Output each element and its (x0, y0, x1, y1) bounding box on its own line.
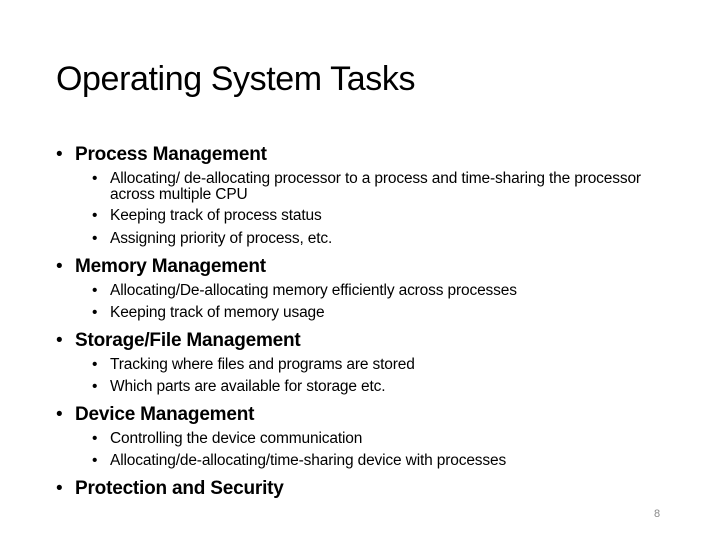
list-item-text: Allocating/ de-allocating processor to a… (110, 170, 641, 203)
section-heading-text: Memory Management (75, 256, 266, 277)
bullet-icon: • (92, 378, 98, 395)
bullet-icon: • (56, 404, 63, 425)
list-item: • Allocating/De-allocating memory effici… (92, 283, 682, 299)
list-item-text: Keeping track of process status (110, 207, 322, 224)
list-item: • Keeping track of process status (92, 208, 682, 224)
slide-title: Operating System Tasks (56, 60, 416, 98)
bullet-icon: • (92, 170, 98, 187)
section-heading-text: Device Management (75, 404, 255, 425)
section-heading-text: Process Management (75, 144, 267, 165)
list-item-text: Controlling the device communication (110, 430, 363, 447)
bullet-icon: • (92, 356, 98, 373)
list-item-text: Allocating/de-allocating/time-sharing de… (110, 452, 507, 469)
list-item: • Keeping track of memory usage (92, 305, 682, 321)
section-heading-text: Storage/File Management (75, 330, 301, 351)
section-heading: • Process Management (56, 143, 676, 167)
bullet-icon: • (56, 144, 63, 165)
list-item-text: Tracking where files and programs are st… (110, 356, 415, 373)
list-item-text: Assigning priority of process, etc. (110, 230, 333, 247)
section-heading: • Storage/File Management (56, 329, 676, 353)
bullet-icon: • (92, 430, 98, 447)
page-number: 8 (654, 508, 661, 520)
section-heading: • Protection and Security (56, 477, 676, 501)
bullet-icon: • (92, 282, 98, 299)
list-item: • Tracking where files and programs are … (92, 357, 682, 373)
list-item: • Allocating/de-allocating/time-sharing … (92, 453, 682, 469)
list-item: • Allocating/ de-allocating processor to… (92, 171, 682, 203)
bullet-icon: • (56, 256, 63, 277)
list-item: • Which parts are available for storage … (92, 379, 682, 395)
list-item-text: Allocating/De-allocating memory efficien… (110, 282, 517, 299)
bullet-icon: • (92, 304, 98, 321)
list-item: • Assigning priority of process, etc. (92, 231, 682, 247)
list-item: • Controlling the device communication (92, 431, 682, 447)
list-item-text: Which parts are available for storage et… (110, 378, 386, 395)
section-heading: • Memory Management (56, 255, 676, 279)
list-item-text: Keeping track of memory usage (110, 304, 325, 321)
bullet-icon: • (56, 330, 63, 351)
section-heading-text: Protection and Security (75, 478, 284, 499)
bullet-icon: • (92, 452, 98, 469)
bullet-icon: • (92, 230, 98, 247)
bullet-icon: • (92, 207, 98, 224)
bullet-icon: • (56, 478, 63, 499)
section-heading: • Device Management (56, 403, 676, 427)
